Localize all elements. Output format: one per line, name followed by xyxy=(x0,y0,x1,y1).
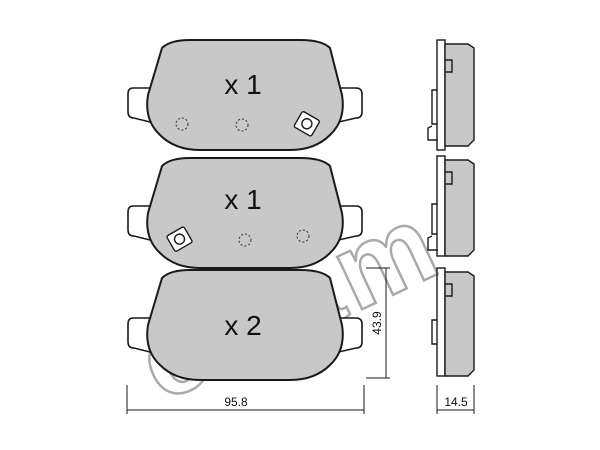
width-value: 95.8 xyxy=(224,395,248,409)
thickness-dimension: 14.5 xyxy=(436,385,475,414)
brake-pad-3: x 2 xyxy=(127,269,363,381)
brake-pad-1: x 1 xyxy=(127,39,363,151)
pad-2-wear-sensor xyxy=(166,226,193,252)
pad-3-quantity: x 2 xyxy=(224,310,261,341)
side-profile-3 xyxy=(431,267,475,377)
pad-2-friction-material xyxy=(146,157,344,269)
pad-2-rivet-right xyxy=(296,229,310,243)
pad-1-friction-material xyxy=(146,39,344,151)
side-profile-2 xyxy=(427,155,475,257)
pad-3-friction-material xyxy=(146,269,344,381)
thickness-value: 14.5 xyxy=(444,395,468,409)
pad-1-rivet-left xyxy=(175,117,189,131)
side-profile-1 xyxy=(427,39,475,151)
pad-1-rivet-center xyxy=(235,118,249,132)
pad-1-quantity: x 1 xyxy=(224,69,261,100)
width-dimension: 95.8 xyxy=(126,385,365,414)
height-value: 43.9 xyxy=(370,311,384,335)
pad-2-quantity: x 1 xyxy=(224,184,261,215)
pad-2-rivet-center xyxy=(238,233,252,247)
pad-1-wear-sensor xyxy=(293,111,320,137)
brake-pad-2: x 1 xyxy=(127,157,363,269)
height-dimension: 43.9 xyxy=(366,267,390,379)
